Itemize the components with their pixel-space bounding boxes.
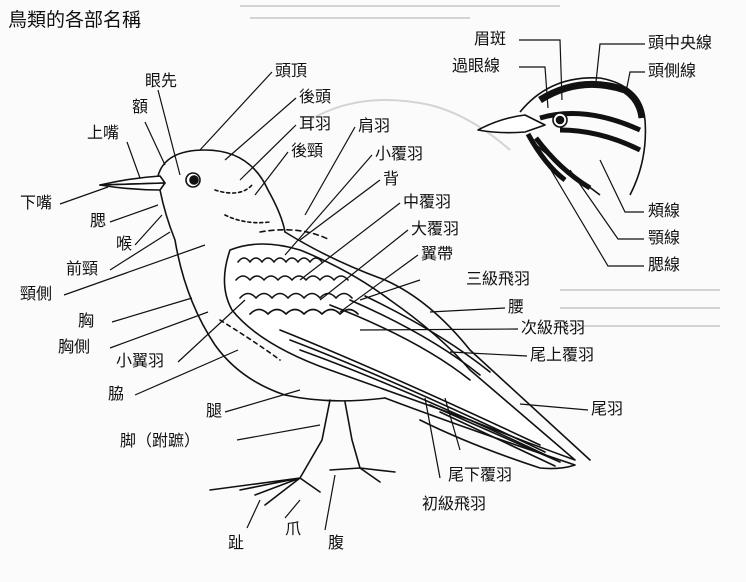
label-toucexian: 頭側線 bbox=[648, 61, 696, 80]
label-chujifeiyu: 初級飛羽 bbox=[422, 494, 486, 513]
label-saixian: 腮線 bbox=[648, 255, 680, 274]
label-guoyanxian: 過眼線 bbox=[452, 56, 500, 75]
label-touzhongyangxian: 頭中央線 bbox=[648, 33, 712, 52]
bird-ear-coverts-line bbox=[214, 184, 253, 194]
bird-feet bbox=[209, 467, 396, 506]
bird-legs bbox=[299, 399, 361, 479]
label-toutding: 頭頂 bbox=[275, 61, 307, 80]
label-jianyu: 肩羽 bbox=[358, 116, 390, 135]
diagram-title: 鳥類的各部名稱 bbox=[8, 9, 141, 31]
bird-tail-outline bbox=[384, 397, 576, 470]
label-weixiafuyu: 尾下覆羽 bbox=[448, 465, 512, 484]
head-detail-eye-stripe bbox=[539, 111, 642, 133]
label-exian: 顎線 bbox=[648, 228, 680, 247]
label-yao: 腰 bbox=[508, 297, 524, 316]
label-weiyu: 尾羽 bbox=[591, 399, 623, 418]
head-detail-moustache bbox=[525, 132, 567, 182]
label-zhongfuyu: 中覆羽 bbox=[403, 192, 451, 211]
label-xie: 脇 bbox=[108, 384, 124, 403]
label-eryu: 耳羽 bbox=[299, 114, 331, 133]
label-hou: 喉 bbox=[116, 234, 132, 253]
label-sanjifeiyu: 三級飛羽 bbox=[466, 269, 530, 288]
label-zhua: 爪 bbox=[285, 519, 301, 538]
label-fu: 腹 bbox=[328, 533, 344, 552]
label-jiao: 脚（跗蹠） bbox=[120, 431, 200, 450]
main-bird-drawing bbox=[99, 149, 591, 506]
label-yidai: 翼帶 bbox=[421, 244, 453, 263]
leader-lines bbox=[59, 39, 645, 531]
background-print-through bbox=[240, 5, 720, 327]
label-xiong: 胸 bbox=[78, 311, 94, 330]
label-xiaofuyu: 小覆羽 bbox=[375, 144, 423, 163]
head-detail-beak bbox=[477, 114, 546, 134]
label-weishangfuyu: 尾上覆羽 bbox=[530, 345, 594, 364]
bird-pupil bbox=[189, 175, 199, 185]
label-houtou: 後頭 bbox=[299, 87, 331, 106]
label-bei: 背 bbox=[383, 169, 399, 188]
label-jingce: 頸側 bbox=[20, 284, 52, 303]
label-xiongce: 胸側 bbox=[58, 337, 90, 356]
label-xiazui: 下嘴 bbox=[20, 193, 52, 212]
label-shangzui: 上嘴 bbox=[87, 123, 119, 142]
bird-neck-line bbox=[224, 214, 271, 224]
label-dafuyu: 大覆羽 bbox=[411, 219, 459, 238]
bird-lower-beak bbox=[99, 182, 166, 191]
label-yanxian: 眼先 bbox=[145, 71, 177, 90]
label-houjing: 後頸 bbox=[291, 141, 323, 160]
label-cijifeiyu: 次級飛羽 bbox=[521, 318, 585, 337]
label-e: 額 bbox=[132, 97, 148, 116]
part-labels: 頭頂 後頭 耳羽 後頸 肩羽 小覆羽 背 中覆羽 大覆羽 翼帶 三級飛羽 腰 次… bbox=[20, 29, 712, 552]
label-xiaoyiyu: 小翼羽 bbox=[116, 351, 164, 370]
label-meiban: 眉斑 bbox=[474, 29, 506, 48]
label-tui: 腿 bbox=[206, 401, 222, 420]
label-sai: 腮 bbox=[90, 211, 106, 230]
label-jiaxian: 頰線 bbox=[648, 201, 680, 220]
label-zhi: 趾 bbox=[228, 533, 244, 552]
bird-underside-outline bbox=[159, 189, 386, 402]
label-qianjing: 前頸 bbox=[66, 259, 98, 278]
